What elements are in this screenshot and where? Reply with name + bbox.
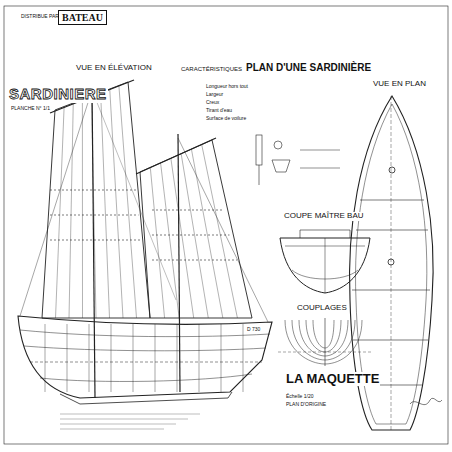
plan-label: LA MAQUETTE <box>285 372 380 386</box>
plan-label: CARACTÉRISTIQUES <box>180 66 243 73</box>
plan-label: PLANCHE N° 1/1 <box>10 106 51 112</box>
plan-label: Échelle 1/20 <box>285 394 315 400</box>
plan-label: Longueur hors tout <box>205 84 249 90</box>
hull-elevation <box>18 316 272 398</box>
plan-label: D 730 <box>246 327 261 333</box>
plan-label: PLAN D'ORIGINE <box>285 402 327 408</box>
plan-label: Tirant d'eau <box>205 108 233 114</box>
plan-label: COUPLAGES <box>296 304 348 313</box>
plan-label: VUE EN PLAN <box>372 80 427 89</box>
plan-label: Surface de voilure <box>205 116 247 122</box>
sheet-frame <box>4 6 448 444</box>
plan-label: COUPE MAÎTRE BAU <box>283 212 365 221</box>
plan-label: DISTRIBUE PAR <box>20 14 60 20</box>
plan-label: BATEAU <box>58 10 107 25</box>
plan-label: SARDINIERE <box>8 86 108 103</box>
plan-label: Creux <box>205 100 220 106</box>
sheet-title: PLAN D'UNE SARDINIÈRE <box>245 62 372 73</box>
plan-label: Largeur <box>205 92 224 98</box>
plan-label: VUE EN ÉLÉVATION <box>75 64 153 73</box>
